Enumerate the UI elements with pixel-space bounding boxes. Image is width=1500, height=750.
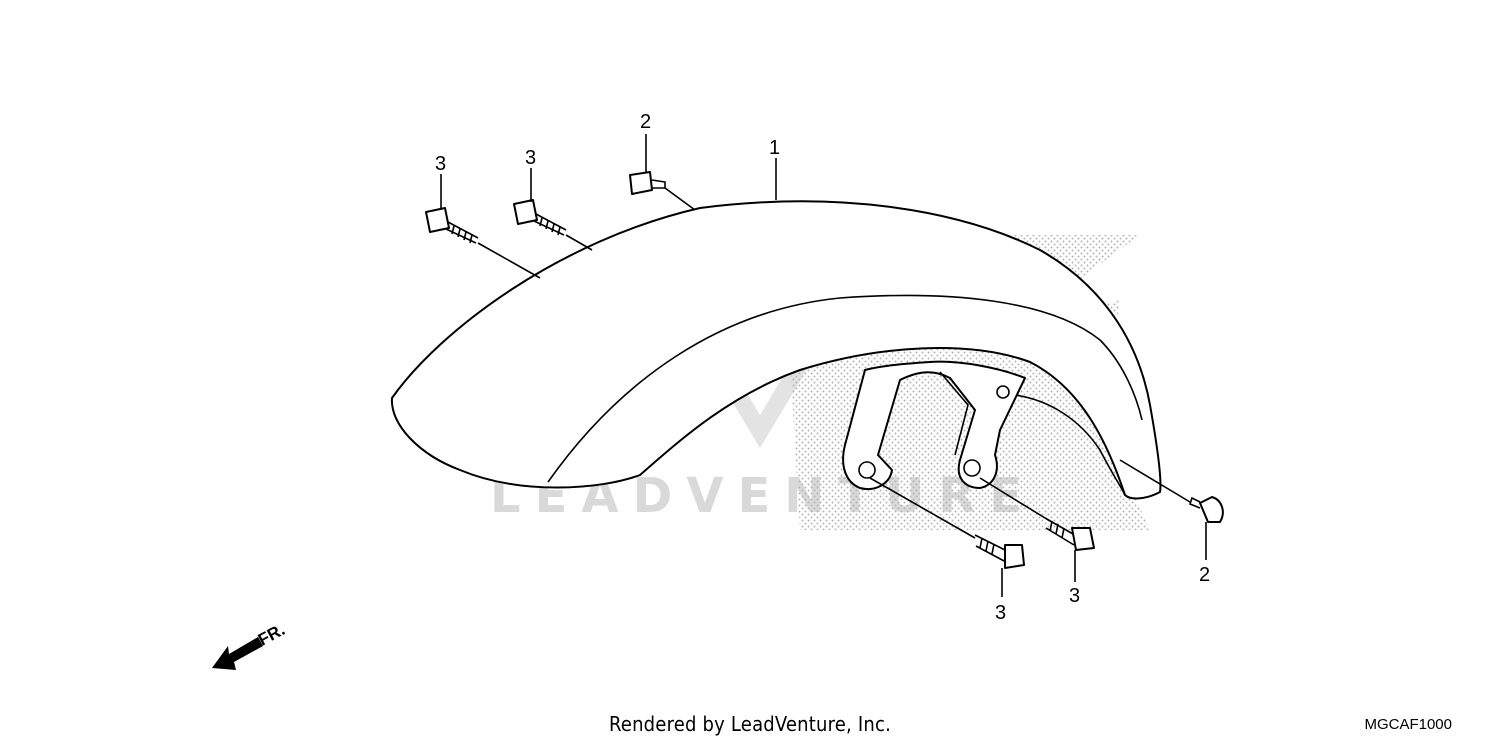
bolt-top xyxy=(629,171,666,195)
callout-bolt-lower-1: 3 xyxy=(995,602,1006,624)
callout-bolt-left-2: 3 xyxy=(525,147,536,169)
bolt-lower-2 xyxy=(1044,517,1095,551)
callout-labels: 1 2 3 3 2 3 3 xyxy=(435,111,1210,624)
bolt-left-2 xyxy=(513,199,567,236)
bolt-lower-1 xyxy=(974,534,1025,569)
callout-bolt-top: 2 xyxy=(640,111,651,133)
bolt-left-1 xyxy=(425,207,479,244)
bolt-right xyxy=(1189,496,1224,523)
callout-bolt-lower-2: 3 xyxy=(1069,585,1080,607)
callout-fender: 1 xyxy=(769,137,780,159)
callout-bolt-right: 2 xyxy=(1199,564,1210,586)
callout-bolt-left-1: 3 xyxy=(435,153,446,175)
leader-lines xyxy=(440,134,1207,597)
footer-credit: Rendered by LeadVenture, Inc. xyxy=(609,712,891,736)
diagram-code: MGCAF1000 xyxy=(1364,716,1452,733)
front-fender xyxy=(390,200,1162,500)
front-arrow-icon: FR. xyxy=(212,620,288,670)
